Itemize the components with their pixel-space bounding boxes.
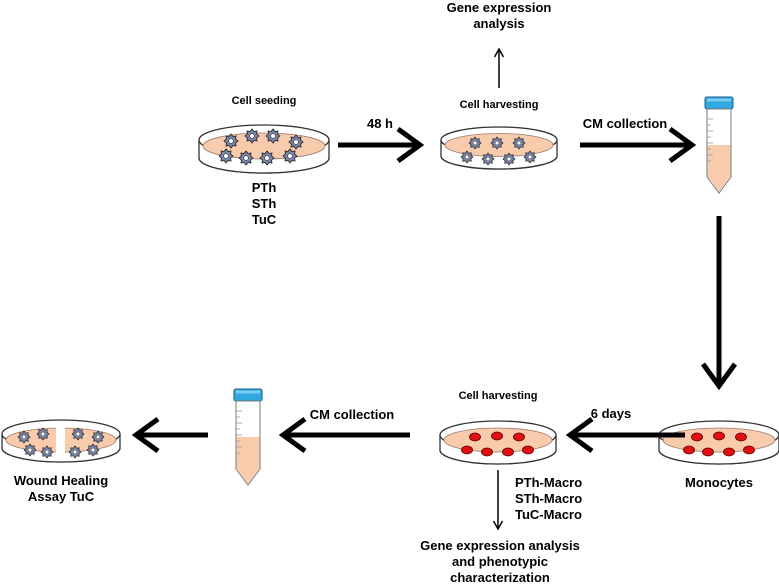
conical-tube-bottom <box>233 388 263 486</box>
seeding-dish <box>198 124 330 174</box>
harvesting-dish-bottom <box>439 420 557 465</box>
arrow-cm-bottom <box>278 416 410 454</box>
arrow-down-gene <box>492 470 504 531</box>
monocytes-dish <box>658 420 779 465</box>
monocytes-label: Monocytes <box>685 475 753 490</box>
seeding-type-pth: PTh <box>252 180 277 195</box>
gene-expression-top-line2: analysis <box>473 16 524 31</box>
conical-tube-top <box>704 96 734 194</box>
gene-expression-bottom-line2: and phenotypic <box>452 554 548 569</box>
time-6days-label: 6 days <box>591 406 631 421</box>
harvesting-dish-top <box>440 126 558 170</box>
arrow-wound-healing <box>131 416 208 454</box>
arrow-up-gene <box>493 47 505 88</box>
cell-seeding-label: Cell seeding <box>232 95 297 107</box>
macro-type-pth: PTh-Macro <box>515 475 582 490</box>
cell-harvesting-top-label: Cell harvesting <box>460 99 539 111</box>
wound-gap <box>56 426 65 454</box>
wound-healing-dish <box>1 419 121 463</box>
seeding-type-tuc: TuC <box>252 212 277 227</box>
arrow-6days <box>565 416 685 454</box>
wound-healing-line1: Wound Healing <box>14 473 108 488</box>
macro-type-tuc: TuC-Macro <box>515 507 582 522</box>
gene-expression-bottom-line3: characterization <box>450 570 550 584</box>
macro-type-sth: STh-Macro <box>515 491 582 506</box>
seeding-type-sth: STh <box>252 196 277 211</box>
gene-expression-top-line1: Gene expression <box>447 0 552 15</box>
wound-healing-line2: Assay TuC <box>28 489 95 504</box>
cm-collection-top-label: CM collection <box>583 116 668 131</box>
arrow-cm-top <box>580 126 697 164</box>
arrow-down-monocytes <box>700 216 738 391</box>
cell-harvesting-bottom-label: Cell harvesting <box>459 390 538 402</box>
arrow-48h <box>338 126 425 164</box>
time-48h-label: 48 h <box>367 116 393 131</box>
gene-expression-bottom-line1: Gene expression analysis <box>420 538 580 553</box>
cm-collection-bottom-label: CM collection <box>310 407 395 422</box>
